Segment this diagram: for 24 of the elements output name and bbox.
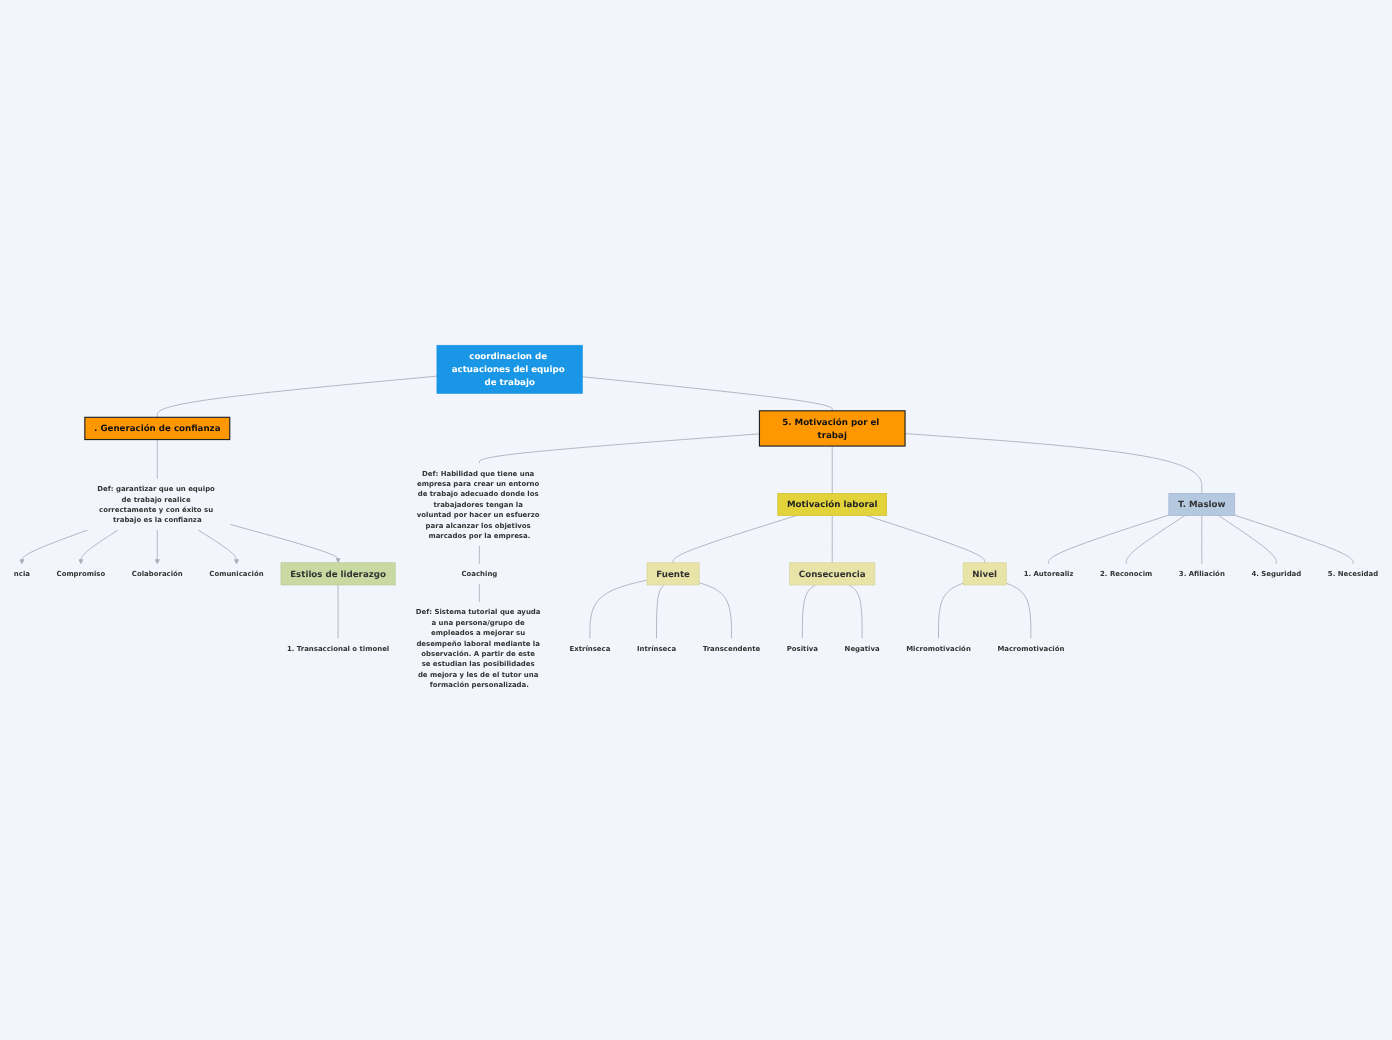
connector bbox=[904, 433, 1203, 494]
connector bbox=[1201, 515, 1203, 565]
connector bbox=[831, 445, 833, 494]
connector bbox=[698, 582, 732, 640]
connector bbox=[156, 439, 158, 480]
connector bbox=[848, 584, 863, 640]
connector bbox=[1218, 515, 1277, 565]
connector bbox=[656, 584, 665, 640]
connector bbox=[478, 583, 480, 603]
connector bbox=[582, 376, 833, 412]
connector bbox=[672, 515, 798, 564]
connector bbox=[337, 584, 339, 640]
connector bbox=[156, 375, 438, 418]
connector bbox=[478, 433, 760, 464]
connector bbox=[801, 584, 816, 640]
connector bbox=[1005, 582, 1032, 640]
connector bbox=[1234, 514, 1354, 565]
connector bbox=[1048, 514, 1170, 565]
connector bbox=[938, 582, 964, 640]
connector bbox=[478, 545, 480, 565]
connector bbox=[1125, 515, 1186, 565]
connector bbox=[831, 515, 833, 564]
connector bbox=[589, 579, 648, 640]
connector bbox=[865, 515, 986, 564]
